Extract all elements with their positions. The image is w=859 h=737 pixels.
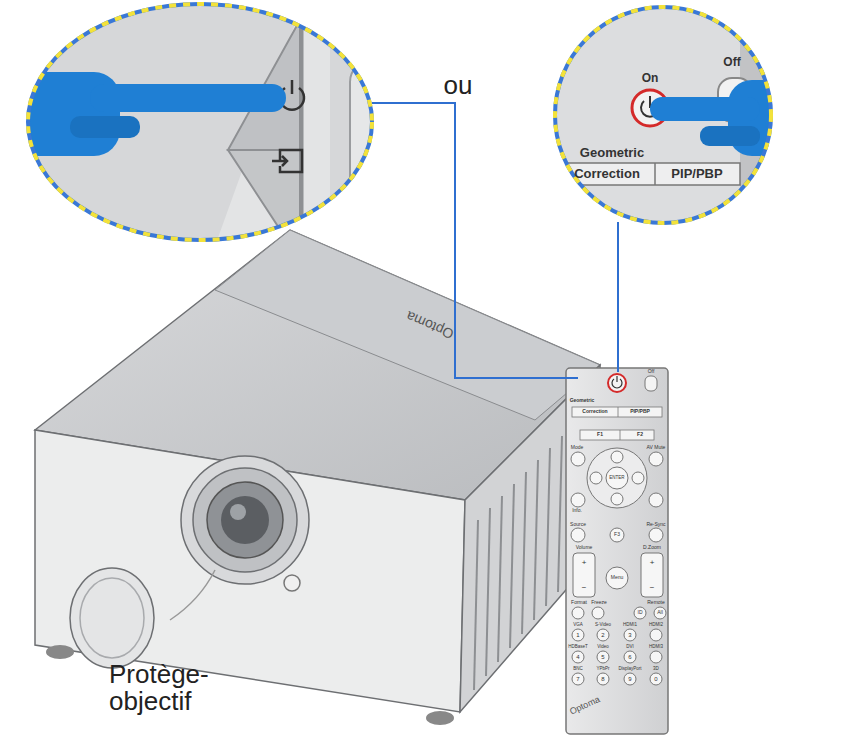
remote-label: S-Video bbox=[595, 623, 611, 628]
remote-label: Correction bbox=[582, 409, 607, 414]
remote-label: Info. bbox=[572, 508, 582, 513]
projector-body bbox=[35, 230, 605, 725]
remote-zoom bbox=[540, 0, 808, 240]
remote-label: 9 bbox=[628, 676, 631, 682]
button-label: PIP/PBP bbox=[671, 167, 722, 181]
remote-label: F3 bbox=[614, 532, 620, 537]
remote-label: VGA bbox=[573, 623, 583, 628]
remote-label: Menu bbox=[611, 575, 624, 580]
remote-label: 3D bbox=[653, 667, 659, 672]
keypad-zoom bbox=[0, 0, 410, 260]
remote-label: Source bbox=[570, 522, 586, 527]
remote-label: YPbPr bbox=[596, 667, 609, 672]
remote-label: F2 bbox=[637, 432, 643, 437]
leader-line bbox=[372, 103, 578, 378]
leader-line bbox=[617, 222, 619, 372]
remote-label: 2 bbox=[601, 632, 604, 638]
remote-label: All bbox=[657, 610, 663, 615]
remote-label: 3 bbox=[628, 632, 631, 638]
button-label: On bbox=[642, 72, 659, 85]
remote-label: Remote bbox=[647, 600, 665, 605]
remote-label: HDMI3 bbox=[649, 645, 663, 650]
button-label: Correction bbox=[574, 167, 640, 181]
part-name: Protège-objectif bbox=[109, 661, 227, 716]
remote-label: 5 bbox=[601, 654, 604, 660]
remote-label: D.Zoom bbox=[643, 545, 661, 550]
remote-label: − bbox=[582, 584, 587, 592]
remote-label: DVI bbox=[626, 645, 634, 650]
remote-label: HDMI1 bbox=[623, 623, 637, 628]
remote-label: AV Mute bbox=[647, 445, 666, 450]
remote-label: 4 bbox=[576, 654, 579, 660]
remote-label: DisplayPort bbox=[618, 667, 641, 672]
button-label: Off bbox=[723, 56, 740, 69]
remote-label: HDBaseT bbox=[568, 645, 588, 650]
remote-label: Format bbox=[571, 600, 587, 605]
remote-label: 6 bbox=[628, 654, 631, 660]
remote-label: Re-Sync bbox=[646, 522, 665, 527]
remote-label: 0 bbox=[654, 676, 657, 682]
remote-label: Geometric bbox=[570, 398, 595, 403]
button-label: Geometric bbox=[580, 146, 644, 160]
remote-label: 1 bbox=[576, 632, 579, 638]
remote-label: 8 bbox=[601, 676, 604, 682]
remote-label: ENTER bbox=[609, 476, 624, 481]
remote-control bbox=[566, 368, 668, 734]
remote-label: ID bbox=[638, 610, 643, 615]
remote-label: + bbox=[650, 559, 655, 567]
remote-label: Video bbox=[597, 645, 608, 650]
remote-label: PIP/PBP bbox=[630, 409, 650, 414]
remote-label: F1 bbox=[597, 432, 603, 437]
remote-label: Off bbox=[648, 369, 655, 374]
remote-label: HDMI2 bbox=[649, 623, 663, 628]
remote-label: BNC bbox=[573, 667, 583, 672]
remote-label: 7 bbox=[576, 676, 579, 682]
remote-label: − bbox=[650, 584, 655, 592]
remote-label: Freeze bbox=[591, 600, 607, 605]
remote-label: + bbox=[582, 559, 587, 567]
remote-label: Mode bbox=[571, 445, 584, 450]
remote-label: Volume bbox=[576, 545, 593, 550]
connector-word: ou bbox=[444, 72, 473, 99]
